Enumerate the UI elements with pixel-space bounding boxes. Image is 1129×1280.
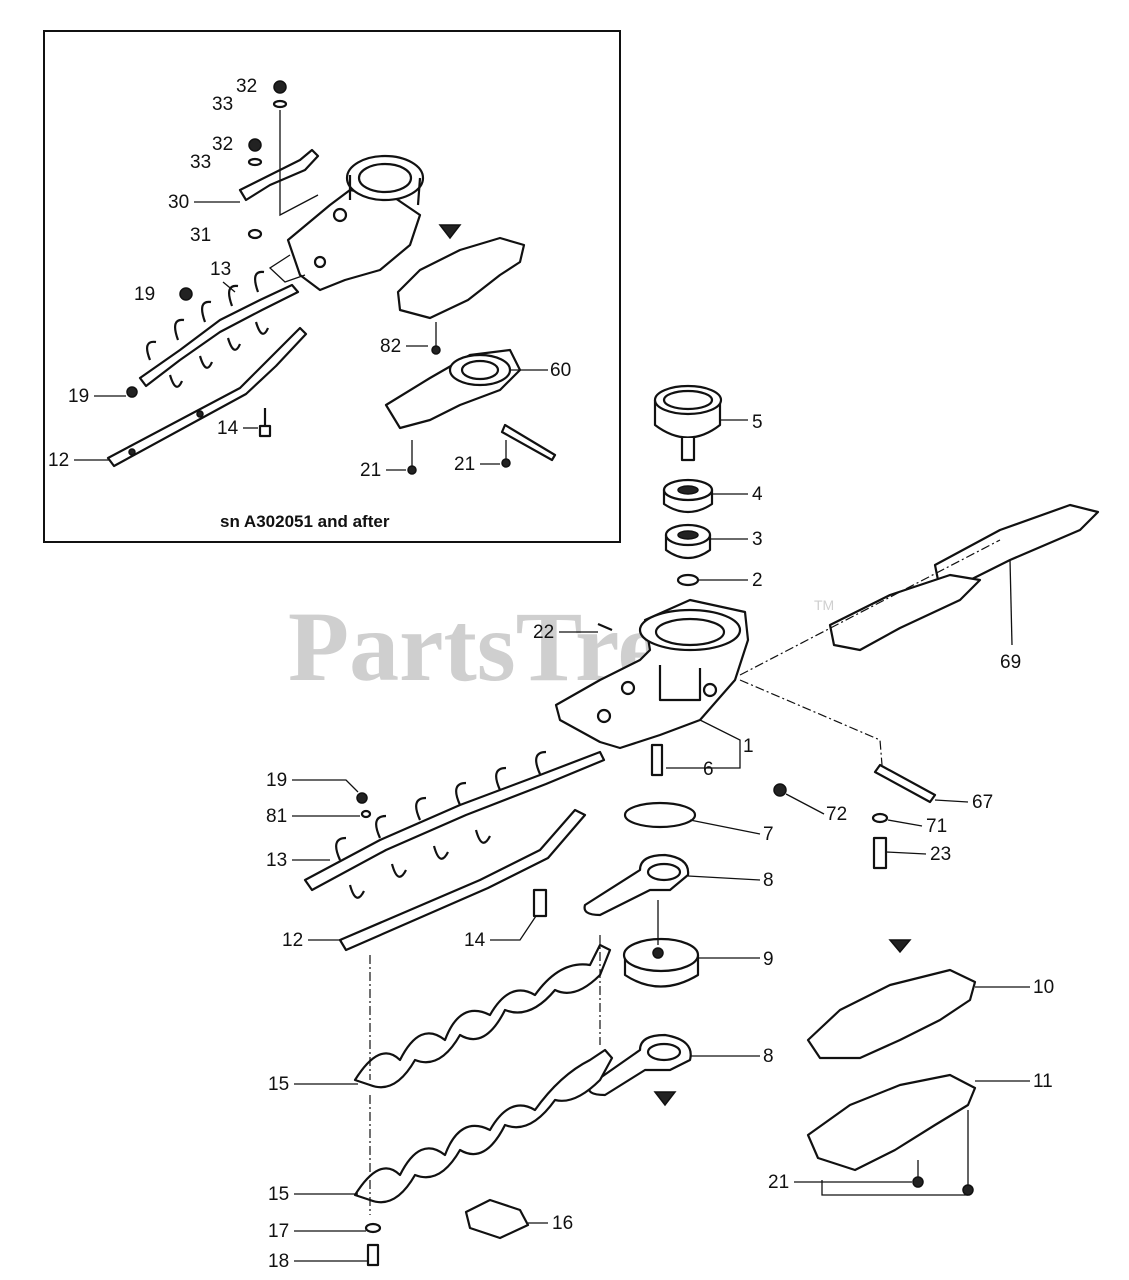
part-3-bearing <box>664 523 712 560</box>
callout-19a: 19 <box>134 284 155 305</box>
callout-71: 71 <box>926 816 947 837</box>
callout-8a: 8 <box>763 870 774 891</box>
callout-69: 69 <box>1000 652 1021 673</box>
part-67-lever <box>739 679 937 804</box>
callout-9: 9 <box>763 949 774 970</box>
callout-82: 82 <box>380 336 401 357</box>
callout-4: 4 <box>752 484 763 505</box>
part-6-pin <box>650 743 664 777</box>
part-71-washer <box>871 812 889 824</box>
inset-nuts-19 <box>126 287 193 398</box>
callout-33a: 33 <box>212 94 233 115</box>
inset-lower-case-60 <box>384 348 557 462</box>
callout-12a: 12 <box>48 450 69 471</box>
watermark-trademark: TM <box>814 597 834 613</box>
callout-19c: 19 <box>266 770 287 791</box>
callout-3: 3 <box>752 529 763 550</box>
part-5-drum <box>653 384 723 462</box>
part-1-gear-case <box>554 598 750 750</box>
inset-blade-12 <box>106 326 308 468</box>
inset-caption: sn A302051 and after <box>220 512 390 531</box>
inset-fasteners <box>247 80 319 240</box>
callout-67: 67 <box>972 792 993 813</box>
part-21-screws <box>821 1110 974 1196</box>
callout-15a: 15 <box>268 1074 289 1095</box>
part-11-cover <box>806 1073 977 1172</box>
part-7-disc <box>623 801 697 829</box>
part-14-bolt <box>532 888 548 918</box>
part-13-blade <box>303 750 606 899</box>
callout-13b: 13 <box>266 850 287 871</box>
part-4-bearing <box>662 478 714 514</box>
part-2-washer <box>676 573 700 587</box>
inset-frame <box>43 30 621 543</box>
callout-81: 81 <box>266 806 287 827</box>
callout-32a: 32 <box>236 76 257 97</box>
callout-2: 2 <box>752 570 763 591</box>
part-16-guide <box>464 1198 530 1240</box>
callout-60: 60 <box>550 360 571 381</box>
part-15-upper-blade <box>353 935 612 1089</box>
callout-31: 31 <box>190 225 211 246</box>
callout-21a: 21 <box>360 460 381 481</box>
callout-18: 18 <box>268 1251 289 1272</box>
part-17-washer <box>364 1222 382 1234</box>
inset-cover <box>396 224 526 355</box>
inset-blade-bar-30 <box>238 148 320 202</box>
inset-gear-case <box>268 154 425 292</box>
callout-22: 22 <box>533 622 554 643</box>
callout-21c: 21 <box>768 1172 789 1193</box>
part-23-bolt <box>872 836 888 870</box>
callout-13a: 13 <box>210 259 231 280</box>
callout-6: 6 <box>703 759 714 780</box>
callout-32b: 32 <box>212 134 233 155</box>
callout-11: 11 <box>1033 1071 1053 1092</box>
part-8-lower-crank <box>587 1033 692 1107</box>
inset-callouts: 32 33 32 33 30 31 13 19 19 14 12 82 60 2… <box>48 76 571 481</box>
callout-10: 10 <box>1033 977 1054 998</box>
callout-33b: 33 <box>190 152 211 173</box>
part-81-washer <box>360 809 372 819</box>
part-15-lower-blade <box>353 1048 614 1215</box>
inset-screws-21 <box>407 440 511 475</box>
callout-21b: 21 <box>454 454 475 475</box>
part-9-gear <box>622 900 700 988</box>
callout-30: 30 <box>168 192 189 213</box>
callout-23: 23 <box>930 844 951 865</box>
callout-72: 72 <box>826 804 847 825</box>
callout-5: 5 <box>752 412 763 433</box>
callout-7: 7 <box>763 824 774 845</box>
callout-1: 1 <box>743 736 754 757</box>
callout-19b: 19 <box>68 386 89 407</box>
part-10-gasket <box>806 939 977 1060</box>
callout-16: 16 <box>552 1213 573 1234</box>
inset-blade-13 <box>138 270 300 388</box>
part-22-screw <box>597 622 613 632</box>
part-8-upper-crank <box>583 853 690 917</box>
part-72-nut <box>773 783 787 797</box>
part-18-nut <box>366 1243 380 1267</box>
callout-12b: 12 <box>282 930 303 951</box>
inset-bolt-14 <box>258 408 272 438</box>
part-69-blade-cover <box>739 503 1100 676</box>
callout-17: 17 <box>268 1221 289 1242</box>
main-callouts: 5 4 3 2 22 69 1 6 72 67 71 23 7 8 9 8 19… <box>266 412 1054 1272</box>
callout-8b: 8 <box>763 1046 774 1067</box>
callout-15b: 15 <box>268 1184 289 1205</box>
part-12-blade-bar <box>338 808 587 952</box>
callout-14b: 14 <box>464 930 486 951</box>
callout-14a: 14 <box>217 418 239 439</box>
part-19-nut <box>356 792 368 804</box>
